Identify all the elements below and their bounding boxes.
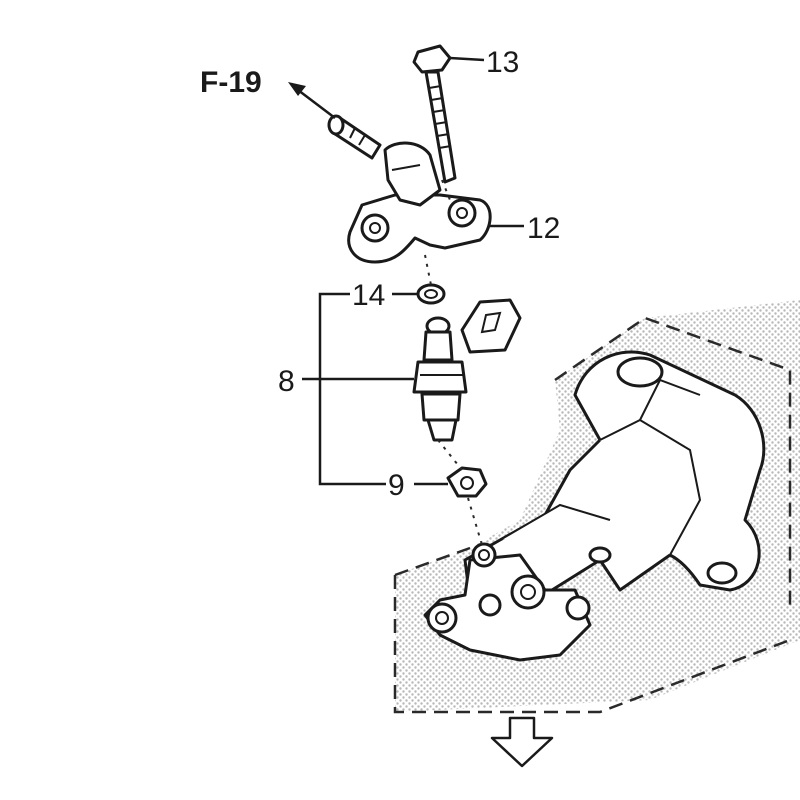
sensor-holder-part-12 [327, 114, 492, 264]
housing-body [423, 350, 766, 662]
leader-lines [302, 56, 524, 486]
part-label-9: 9 [388, 469, 405, 502]
o-ring-part-14 [416, 283, 446, 305]
assembly-centerline [424, 179, 483, 546]
reference-label: F-19 [200, 66, 262, 99]
arrow-down-outline-icon [490, 716, 554, 768]
arrow-up-left-icon [288, 82, 336, 119]
part-label-14: 14 [352, 279, 385, 312]
part-label-8: 8 [278, 365, 295, 398]
washer-part-9 [446, 466, 488, 498]
part-label-12: 12 [527, 212, 560, 245]
bolt-part-13 [412, 44, 457, 184]
part-label-13: 13 [486, 46, 519, 79]
sensor-part-8 [412, 298, 522, 442]
